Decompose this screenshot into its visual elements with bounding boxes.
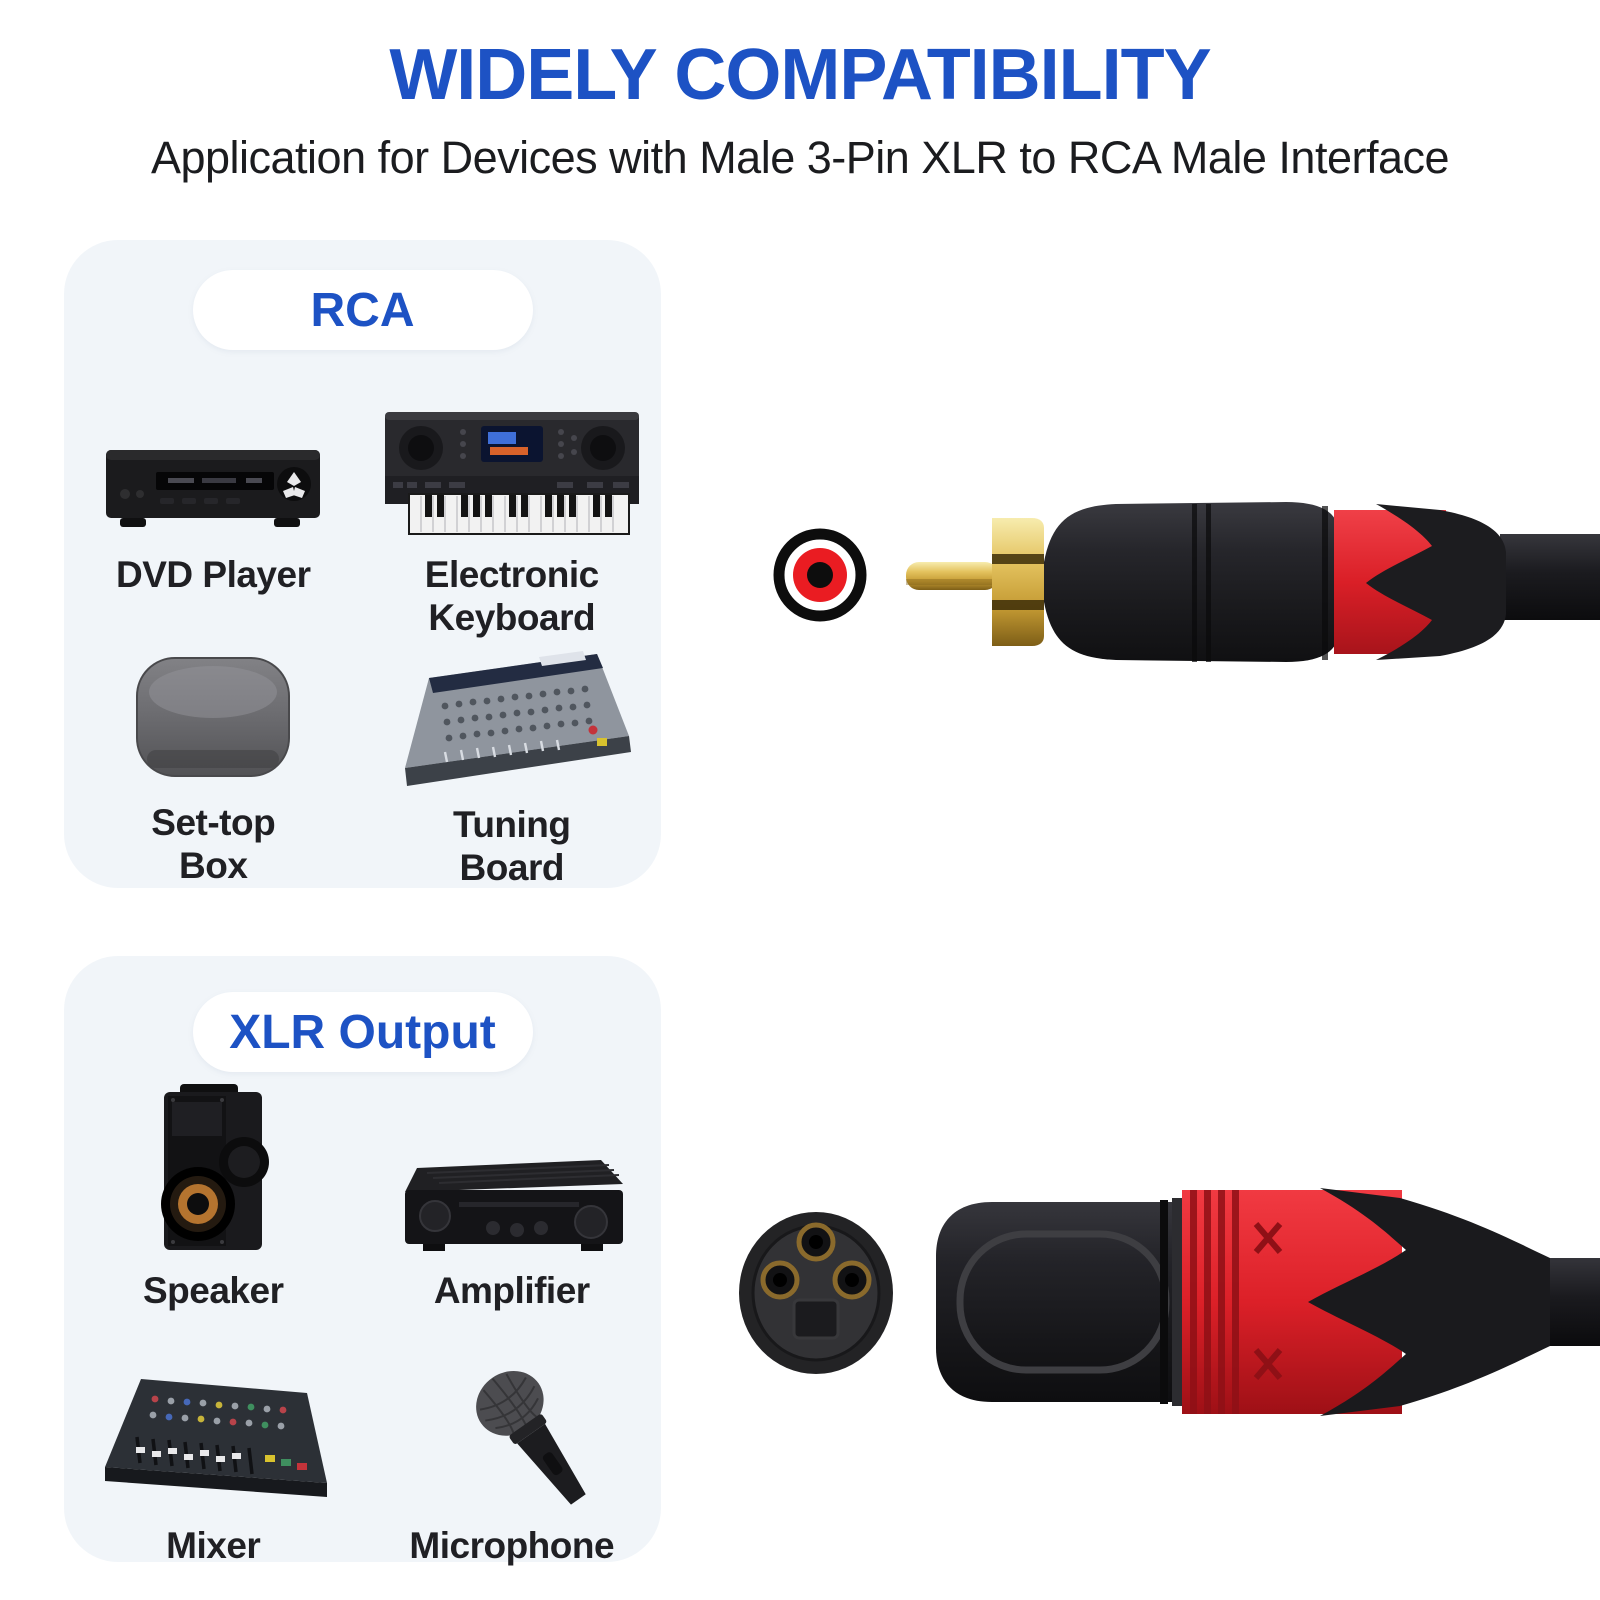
dvd-player-image [106,450,321,527]
rca-devices-grid: DVD Player [64,390,662,888]
device-electronic-keyboard: Electronic Keyboard [363,390,662,640]
rca-plug-body [1044,502,1338,662]
microphone-image [475,1370,586,1505]
mixer-image [105,1379,328,1497]
rca-jack-icon [773,528,867,622]
xlr-barrel [936,1202,1186,1402]
xlr-boot [1308,1188,1550,1416]
device-label: DVD Player [116,554,311,595]
xlr-panel-label: XLR Output [229,1005,496,1059]
device-label: Electronic Keyboard [424,554,599,638]
header: WIDELY COMPATIBILITY Application for Dev… [0,34,1600,184]
device-label: Amplifier [433,1270,590,1311]
device-dvd-player: DVD Player [64,390,363,640]
xlr-devices-grid: Speaker [64,1084,662,1586]
amplifier-icon [393,1096,631,1256]
device-set-top-box: Set-top Box [64,640,363,886]
set-top-box-icon [121,640,306,788]
dvd-player-icon [98,390,328,540]
device-microphone: Microphone [363,1351,662,1586]
tuning-board-icon [387,640,637,790]
mixer-icon [89,1351,337,1511]
electronic-keyboard-image [384,412,639,535]
rca-gold-collar [992,518,1044,646]
set-top-box-image [135,657,290,777]
device-label: Mixer [166,1525,261,1566]
rca-center-pin [906,562,998,590]
device-label: Tuning Board [452,804,571,888]
speaker-image [161,1084,270,1250]
rca-male-plug-icon [773,502,1600,662]
xlr-connector-illustration [700,1140,1600,1465]
speaker-icon [138,1084,288,1256]
xlr-devices-panel: XLR Output [64,956,661,1566]
xlr-male-plug-graphic [936,1188,1600,1416]
rca-boot [1366,504,1506,660]
tuning-board-image [404,651,631,786]
page-subtitle: Application for Devices with Male 3-Pin … [150,132,1450,183]
rca-devices-panel: RCA [64,240,661,888]
device-label: Speaker [143,1270,284,1311]
rca-plug-graphic [906,502,1600,662]
device-tuning-board: Tuning Board [363,640,662,888]
device-mixer: Mixer [64,1351,363,1586]
rca-cable [1500,534,1600,620]
device-speaker: Speaker [64,1084,363,1351]
page-title: WIDELY COMPATIBILITY [389,35,1211,115]
electronic-keyboard-icon [381,390,643,540]
device-label: Microphone [409,1525,615,1566]
device-amplifier: Amplifier [363,1096,662,1351]
microphone-icon [427,1351,597,1511]
xlr-notch [792,1298,840,1340]
xlr-panel-header: XLR Output [192,992,533,1072]
xlr-pin-holes [760,1222,872,1300]
xlr-male-plug-icon [739,1188,1600,1416]
amplifier-image [404,1160,623,1251]
rca-connector-illustration [730,462,1600,707]
rca-panel-label: RCA [310,283,415,337]
xlr-female-socket-icon [739,1212,893,1374]
rca-panel-header: RCA [192,270,533,350]
device-label: Set-top Box [151,802,276,886]
